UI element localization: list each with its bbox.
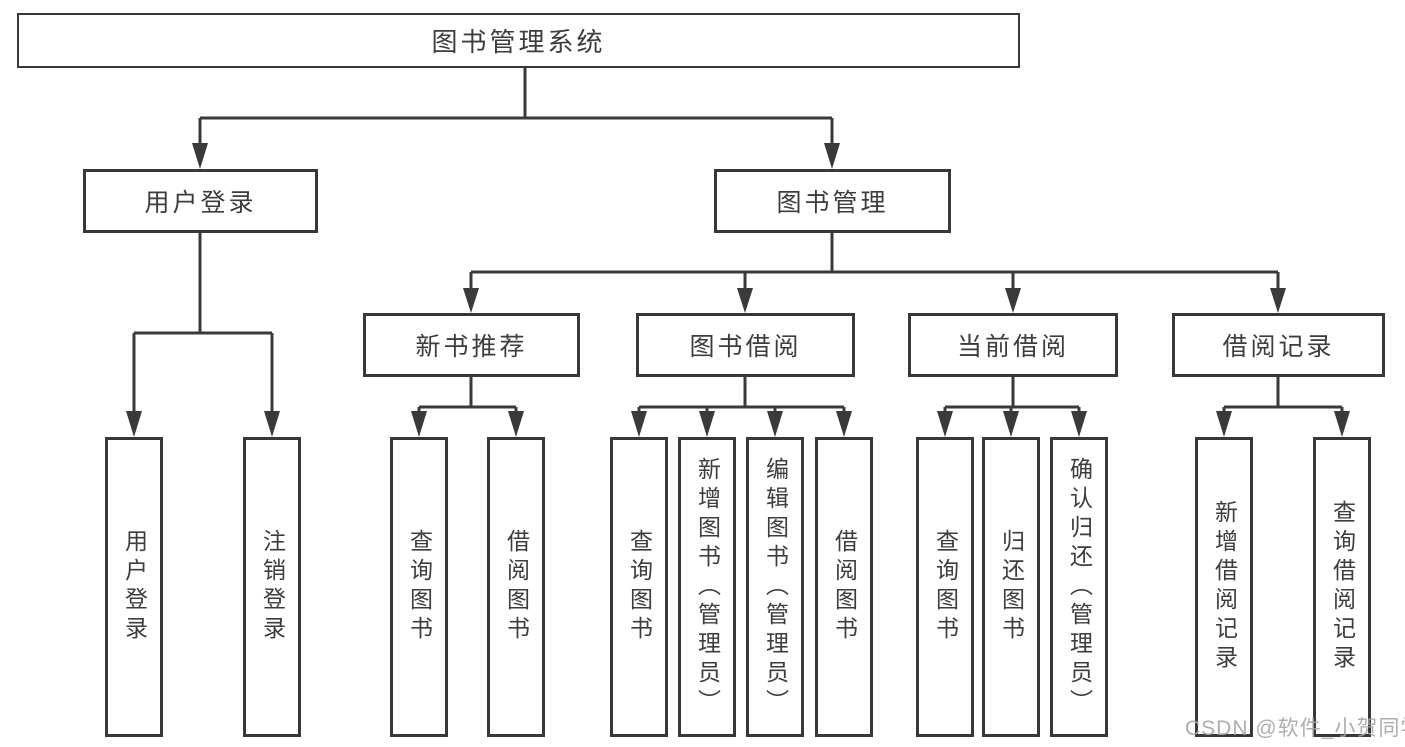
node-book-borrow: 图书借阅: [636, 313, 855, 377]
leaf-cb-query-books: 查询图书: [916, 437, 974, 737]
node-borrow-record: 借阅记录: [1172, 313, 1385, 377]
node-book-management: 图书管理: [714, 169, 951, 233]
leaf-br-query-record: 查询借阅记录: [1313, 437, 1371, 737]
leaf-logout-label: 注销登录: [259, 529, 286, 645]
leaf-bb-edit-books-admin: 编辑图书（管理员）: [746, 437, 804, 737]
leaf-br-query-record-label: 查询借阅记录: [1329, 500, 1356, 674]
leaf-bb-add-books-admin-label: 新增图书（管理员）: [694, 456, 721, 718]
leaf-cb-return-books: 归还图书: [982, 437, 1040, 737]
leaf-br-add-record: 新增借阅记录: [1195, 437, 1253, 737]
node-current-borrow-label: 当前借阅: [956, 333, 1069, 361]
node-user-login-label: 用户登录: [144, 189, 257, 217]
leaf-logout: 注销登录: [243, 437, 301, 737]
leaf-cb-confirm-return-admin-label: 确认归还（管理员）: [1066, 456, 1093, 718]
leaf-user-login-label: 用户登录: [121, 529, 148, 645]
node-current-borrow: 当前借阅: [908, 313, 1118, 377]
leaf-rec-query-books: 查询图书: [390, 437, 448, 737]
node-book-management-label: 图书管理: [776, 189, 889, 217]
leaf-cb-confirm-return-admin: 确认归还（管理员）: [1050, 437, 1108, 737]
leaf-bb-add-books-admin: 新增图书（管理员）: [678, 437, 736, 737]
node-book-borrow-label: 图书借阅: [689, 333, 802, 361]
leaf-bb-borrow-books: 借阅图书: [815, 437, 873, 737]
leaf-bb-query-books: 查询图书: [610, 437, 668, 737]
leaf-bb-query-books-label: 查询图书: [626, 529, 653, 645]
leaf-bb-edit-books-admin-label: 编辑图书（管理员）: [762, 456, 789, 718]
node-borrow-record-label: 借阅记录: [1222, 333, 1335, 361]
node-root: 图书管理系统: [17, 13, 1020, 68]
node-new-book-recommend-label: 新书推荐: [415, 333, 528, 361]
leaf-cb-return-books-label: 归还图书: [998, 529, 1025, 645]
leaf-br-add-record-label: 新增借阅记录: [1211, 500, 1238, 674]
node-new-book-recommend: 新书推荐: [363, 313, 580, 377]
node-root-label: 图书管理系统: [431, 27, 606, 57]
leaf-user-login: 用户登录: [105, 437, 163, 737]
leaf-cb-query-books-label: 查询图书: [932, 529, 959, 645]
leaf-bb-borrow-books-label: 借阅图书: [831, 529, 858, 645]
leaf-rec-query-books-label: 查询图书: [406, 529, 433, 645]
leaf-rec-borrow-books: 借阅图书: [487, 437, 545, 737]
node-user-login: 用户登录: [83, 169, 318, 233]
leaf-rec-borrow-books-label: 借阅图书: [503, 529, 530, 645]
